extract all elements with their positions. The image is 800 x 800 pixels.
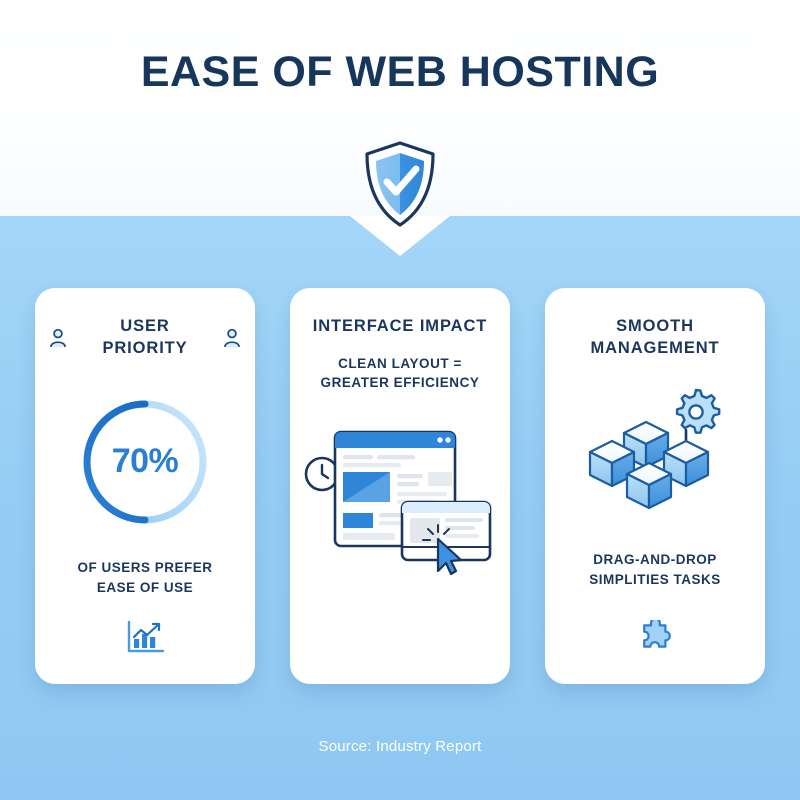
cube-icon	[625, 461, 673, 509]
browser-window-cursor-icon	[302, 406, 498, 584]
card-heading: INTERFACE IMPACT	[312, 317, 488, 335]
source-label: Source: Industry Report	[318, 738, 482, 755]
clock-icon	[304, 456, 340, 492]
stat-value: 70%	[111, 442, 179, 481]
card-subtitle: CLEAN LAYOUT = GREATER EFFICIENCY	[321, 354, 480, 392]
card-heading-row: USER PRIORITY	[49, 316, 241, 360]
heading-line-1: SMOOTH	[616, 317, 694, 335]
puzzle-piece-icon	[637, 620, 673, 658]
card-user-priority[interactable]: USER PRIORITY	[35, 288, 255, 684]
heading-line-2: MANAGEMENT	[590, 338, 720, 357]
cursor-arrow-icon	[422, 524, 463, 576]
subtitle-line-2: GREATER EFFICIENCY	[320, 374, 480, 390]
donut-progress-chart: 70%	[79, 396, 211, 528]
bar-chart-trend-icon	[125, 620, 165, 656]
card-heading: USER PRIORITY	[102, 317, 188, 357]
cards-row: USER PRIORITY	[35, 288, 765, 684]
card-caption: DRAG-AND-DROP SIMPLITIES TASKS	[589, 550, 721, 591]
user-icon	[223, 328, 241, 348]
subtitle-line-1: CLEAN LAYOUT =	[338, 355, 462, 371]
caption-line-2: SIMPLITIES TASKS	[589, 571, 721, 587]
card-footer	[35, 620, 255, 656]
caption-line-1: DRAG-AND-DROP	[593, 551, 717, 567]
user-icon	[49, 328, 67, 348]
card-interface-impact[interactable]: INTERFACE IMPACT CLEAN LAYOUT = GREATER …	[290, 288, 510, 684]
shield-check-icon	[362, 140, 438, 228]
page-title: EASE OF WEB HOSTING	[140, 48, 660, 96]
caption-line-1: OF USERS PREFER	[77, 559, 213, 575]
card-caption: OF USERS PREFER EASE OF USE	[77, 558, 212, 599]
card-smooth-management[interactable]: SMOOTH MANAGEMENT	[545, 288, 765, 684]
card-footer	[545, 620, 765, 658]
isometric-blocks-gear-icon	[580, 388, 730, 520]
caption-line-2: EASE OF USE	[96, 579, 194, 595]
gear-icon	[675, 388, 721, 434]
card-heading: SMOOTH MANAGEMENT	[590, 316, 719, 360]
